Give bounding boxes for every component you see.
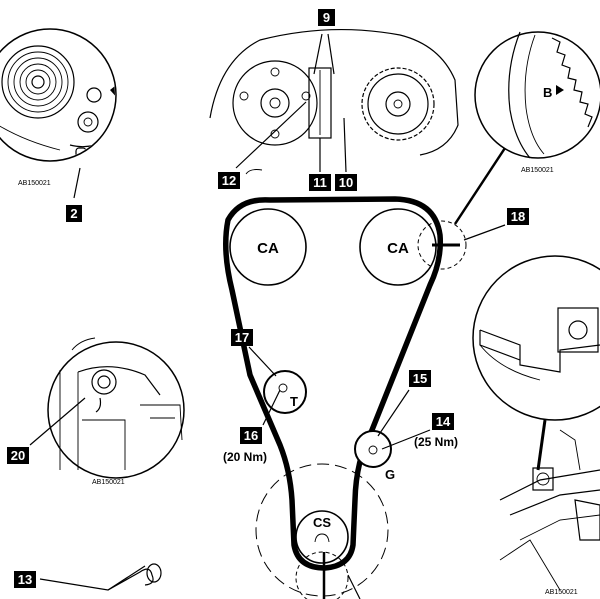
callout-18: 18 — [507, 208, 529, 225]
callout-2: 2 — [66, 205, 82, 222]
svg-text:9: 9 — [323, 10, 330, 25]
svg-text:2: 2 — [70, 206, 77, 221]
callout-17: 17 — [231, 329, 253, 346]
svg-text:17: 17 — [235, 330, 249, 345]
image-code-top-left: AB150021 — [18, 180, 51, 187]
callout-15: 15 — [409, 370, 431, 387]
callout-16: 16 — [240, 427, 262, 444]
svg-text:16: 16 — [244, 428, 258, 443]
pulley-tensioner: T — [263, 370, 307, 414]
callout-10: 10 — [335, 174, 357, 191]
svg-text:20: 20 — [11, 448, 25, 463]
svg-text:CA: CA — [257, 240, 279, 257]
svg-text:18: 18 — [511, 209, 525, 224]
image-code-top-right: AB150021 — [521, 167, 554, 174]
svg-text:13: 13 — [18, 572, 32, 587]
svg-text:12: 12 — [222, 173, 236, 188]
callout-11: 11 — [309, 174, 331, 191]
callout-14: 14 — [432, 413, 454, 430]
tensioner-torque: (20 Nm) — [223, 450, 267, 464]
callout-13: 13 — [14, 571, 36, 588]
pulley-idler: G — [354, 430, 395, 482]
svg-text:11: 11 — [313, 175, 327, 190]
timing-belt — [223, 196, 444, 571]
callout-12: 12 — [218, 172, 240, 189]
svg-text:G: G — [385, 467, 395, 482]
inset-right-tool — [472, 255, 600, 421]
svg-text:CS: CS — [313, 515, 331, 530]
pulley-camshaft-right: CA — [359, 208, 437, 286]
callout-9: 9 — [318, 9, 335, 26]
locking-pin-tool — [39, 563, 162, 591]
idler-torque: (25 Nm) — [414, 435, 458, 449]
callout-20: 20 — [7, 447, 29, 464]
svg-text:15: 15 — [413, 371, 427, 386]
svg-text:10: 10 — [339, 175, 353, 190]
camshaft-housing-detail — [209, 28, 459, 175]
inset-top-right: B AB150021 — [474, 31, 600, 174]
pulley-camshaft-left: CA — [229, 208, 307, 286]
inset-top-left: AB150021 — [0, 28, 117, 187]
image-code-mid-left: AB150021 — [92, 479, 125, 486]
timing-mark-b: B — [543, 85, 552, 100]
svg-text:T: T — [290, 394, 298, 409]
svg-text:CA: CA — [387, 240, 409, 257]
engine-block-bottom-right: AB150021 — [499, 429, 600, 596]
svg-text:14: 14 — [436, 414, 451, 429]
pulley-crankshaft: CS — [295, 510, 349, 564]
image-code-bottom-right: AB150021 — [545, 589, 578, 596]
